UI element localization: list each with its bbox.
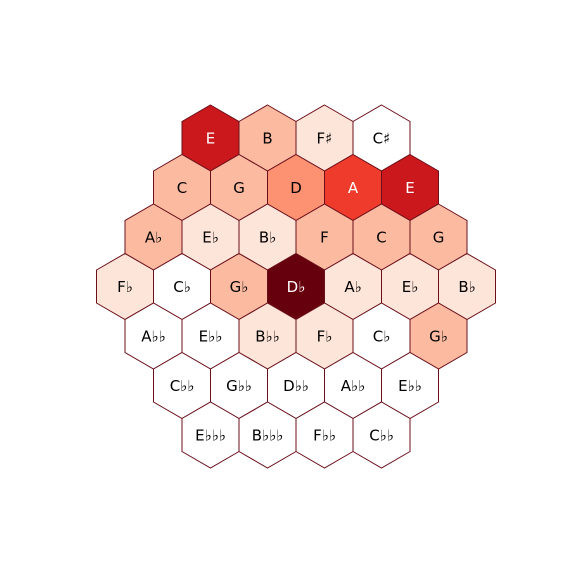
hex-note-label: C♯ (373, 130, 391, 148)
hex-cell: E♭♭ (381, 351, 439, 420)
hex-cell: F♭ (295, 302, 354, 370)
hex-note-label: E♭♭♭ (195, 427, 226, 445)
hex-cell: G♭ (210, 252, 268, 321)
hex-shape (352, 401, 411, 469)
hex-note-label: C♭♭ (170, 377, 195, 395)
hex-note-label: E♭ (202, 229, 219, 247)
hex-note-label: G♭ (429, 328, 448, 346)
hex-cell: C♭ (153, 252, 211, 321)
hex-cell: B♭♭♭ (238, 401, 297, 469)
hex-note-label: C♭ (373, 328, 391, 346)
hex-note-label: F♭ (117, 278, 133, 296)
hex-note-label: A (348, 179, 359, 197)
hex-note-label: G♭♭ (226, 377, 252, 395)
hex-note-label: C (177, 179, 187, 197)
hex-note-label: C♭♭ (369, 427, 394, 445)
hex-cell: C♭♭ (153, 351, 211, 420)
hex-note-label: B♭ (259, 229, 276, 247)
hex-cell: C♭♭ (352, 401, 411, 469)
hex-note-label: A♭ (145, 229, 162, 247)
hex-note-label: F♭ (317, 328, 333, 346)
hex-note-label: G♭ (230, 278, 249, 296)
hex-cell: E♭ (181, 203, 240, 271)
hex-note-label: B (262, 130, 272, 148)
hex-cell: F♭♭ (295, 401, 354, 469)
hex-note-label: F♯ (317, 130, 333, 148)
hex-note-label: A♭ (344, 278, 361, 296)
hex-note-label: G (433, 229, 445, 247)
hex-note-label: E (206, 130, 215, 148)
hex-cell: B♭ (438, 252, 496, 321)
hex-cell: C♭ (352, 302, 411, 370)
hex-cell: G♭ (409, 302, 468, 370)
hex-note-label: E♭♭ (199, 328, 223, 346)
hex-cell: E♭ (381, 252, 439, 321)
hex-note-label: C (376, 229, 386, 247)
hex-note-label: E♭♭ (398, 377, 422, 395)
hex-cell: F♯ (295, 104, 354, 172)
hex-note-label: E♭ (402, 278, 419, 296)
hex-note-label: A♭♭ (141, 328, 165, 346)
hex-note-label: F (320, 229, 329, 247)
hex-note-label: A♭♭ (341, 377, 365, 395)
hex-note-label: D♭ (287, 278, 306, 296)
hex-note-label: B♭♭♭ (252, 427, 284, 445)
hex-note-label: G (233, 179, 245, 197)
hex-note-label: F♭♭ (313, 427, 336, 445)
hex-note-label: D♭♭ (283, 377, 309, 395)
hex-note-label: B♭ (458, 278, 475, 296)
hex-note-label: B♭♭ (255, 328, 279, 346)
hex-note-label: E (405, 179, 414, 197)
hex-note-label: D (290, 179, 302, 197)
hex-note-label: C♭ (173, 278, 191, 296)
hex-cell: A♭ (124, 203, 183, 271)
